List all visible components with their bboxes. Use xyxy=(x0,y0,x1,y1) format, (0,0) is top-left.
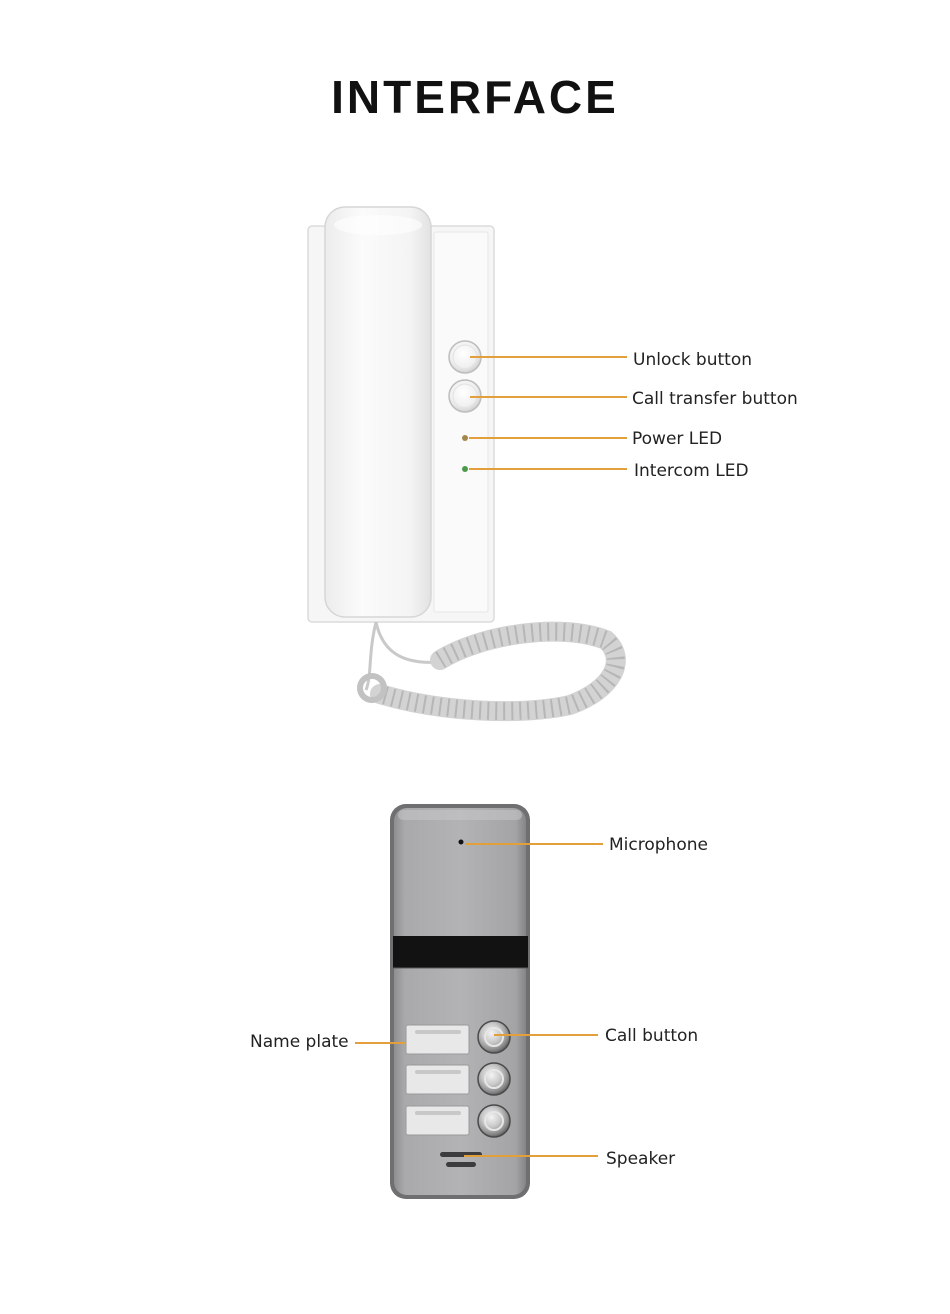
label-call-button: Call button xyxy=(605,1026,698,1046)
label-name-plate: Name plate xyxy=(250,1032,349,1052)
page-title: INTERFACE xyxy=(331,71,619,123)
label-speaker: Speaker xyxy=(606,1149,675,1169)
power-led xyxy=(462,435,468,441)
call-button-3[interactable] xyxy=(477,1104,511,1138)
microphone-hole xyxy=(458,839,464,845)
label-microphone: Microphone xyxy=(609,835,708,855)
phone-base-inner xyxy=(433,231,489,613)
handset xyxy=(324,206,432,618)
door-panel: Microphone Call button Name plate Speake… xyxy=(250,804,708,1199)
panel-face xyxy=(394,808,526,1195)
label-call-transfer-button: Call transfer button xyxy=(632,389,798,409)
intercom-led xyxy=(462,466,468,472)
label-intercom-led: Intercom LED xyxy=(634,461,749,481)
name-plate-3 xyxy=(405,1105,470,1136)
phone-leader-lines xyxy=(469,356,627,470)
coiled-cord xyxy=(357,621,626,722)
label-power-led: Power LED xyxy=(632,429,722,449)
indoor-phone: Unlock button Call transfer button Power… xyxy=(307,206,798,722)
panel-top-highlight xyxy=(398,810,522,820)
label-unlock-button: Unlock button xyxy=(633,350,752,370)
name-plate-1 xyxy=(405,1024,470,1055)
name-plate-2 xyxy=(405,1064,470,1095)
panel-leader-lines xyxy=(355,843,603,1157)
panel-band xyxy=(393,936,528,968)
call-button-2[interactable] xyxy=(477,1062,511,1096)
unlock-button[interactable] xyxy=(448,340,482,374)
handset-earpiece-shade xyxy=(334,215,422,235)
call-button-1[interactable] xyxy=(477,1020,511,1054)
